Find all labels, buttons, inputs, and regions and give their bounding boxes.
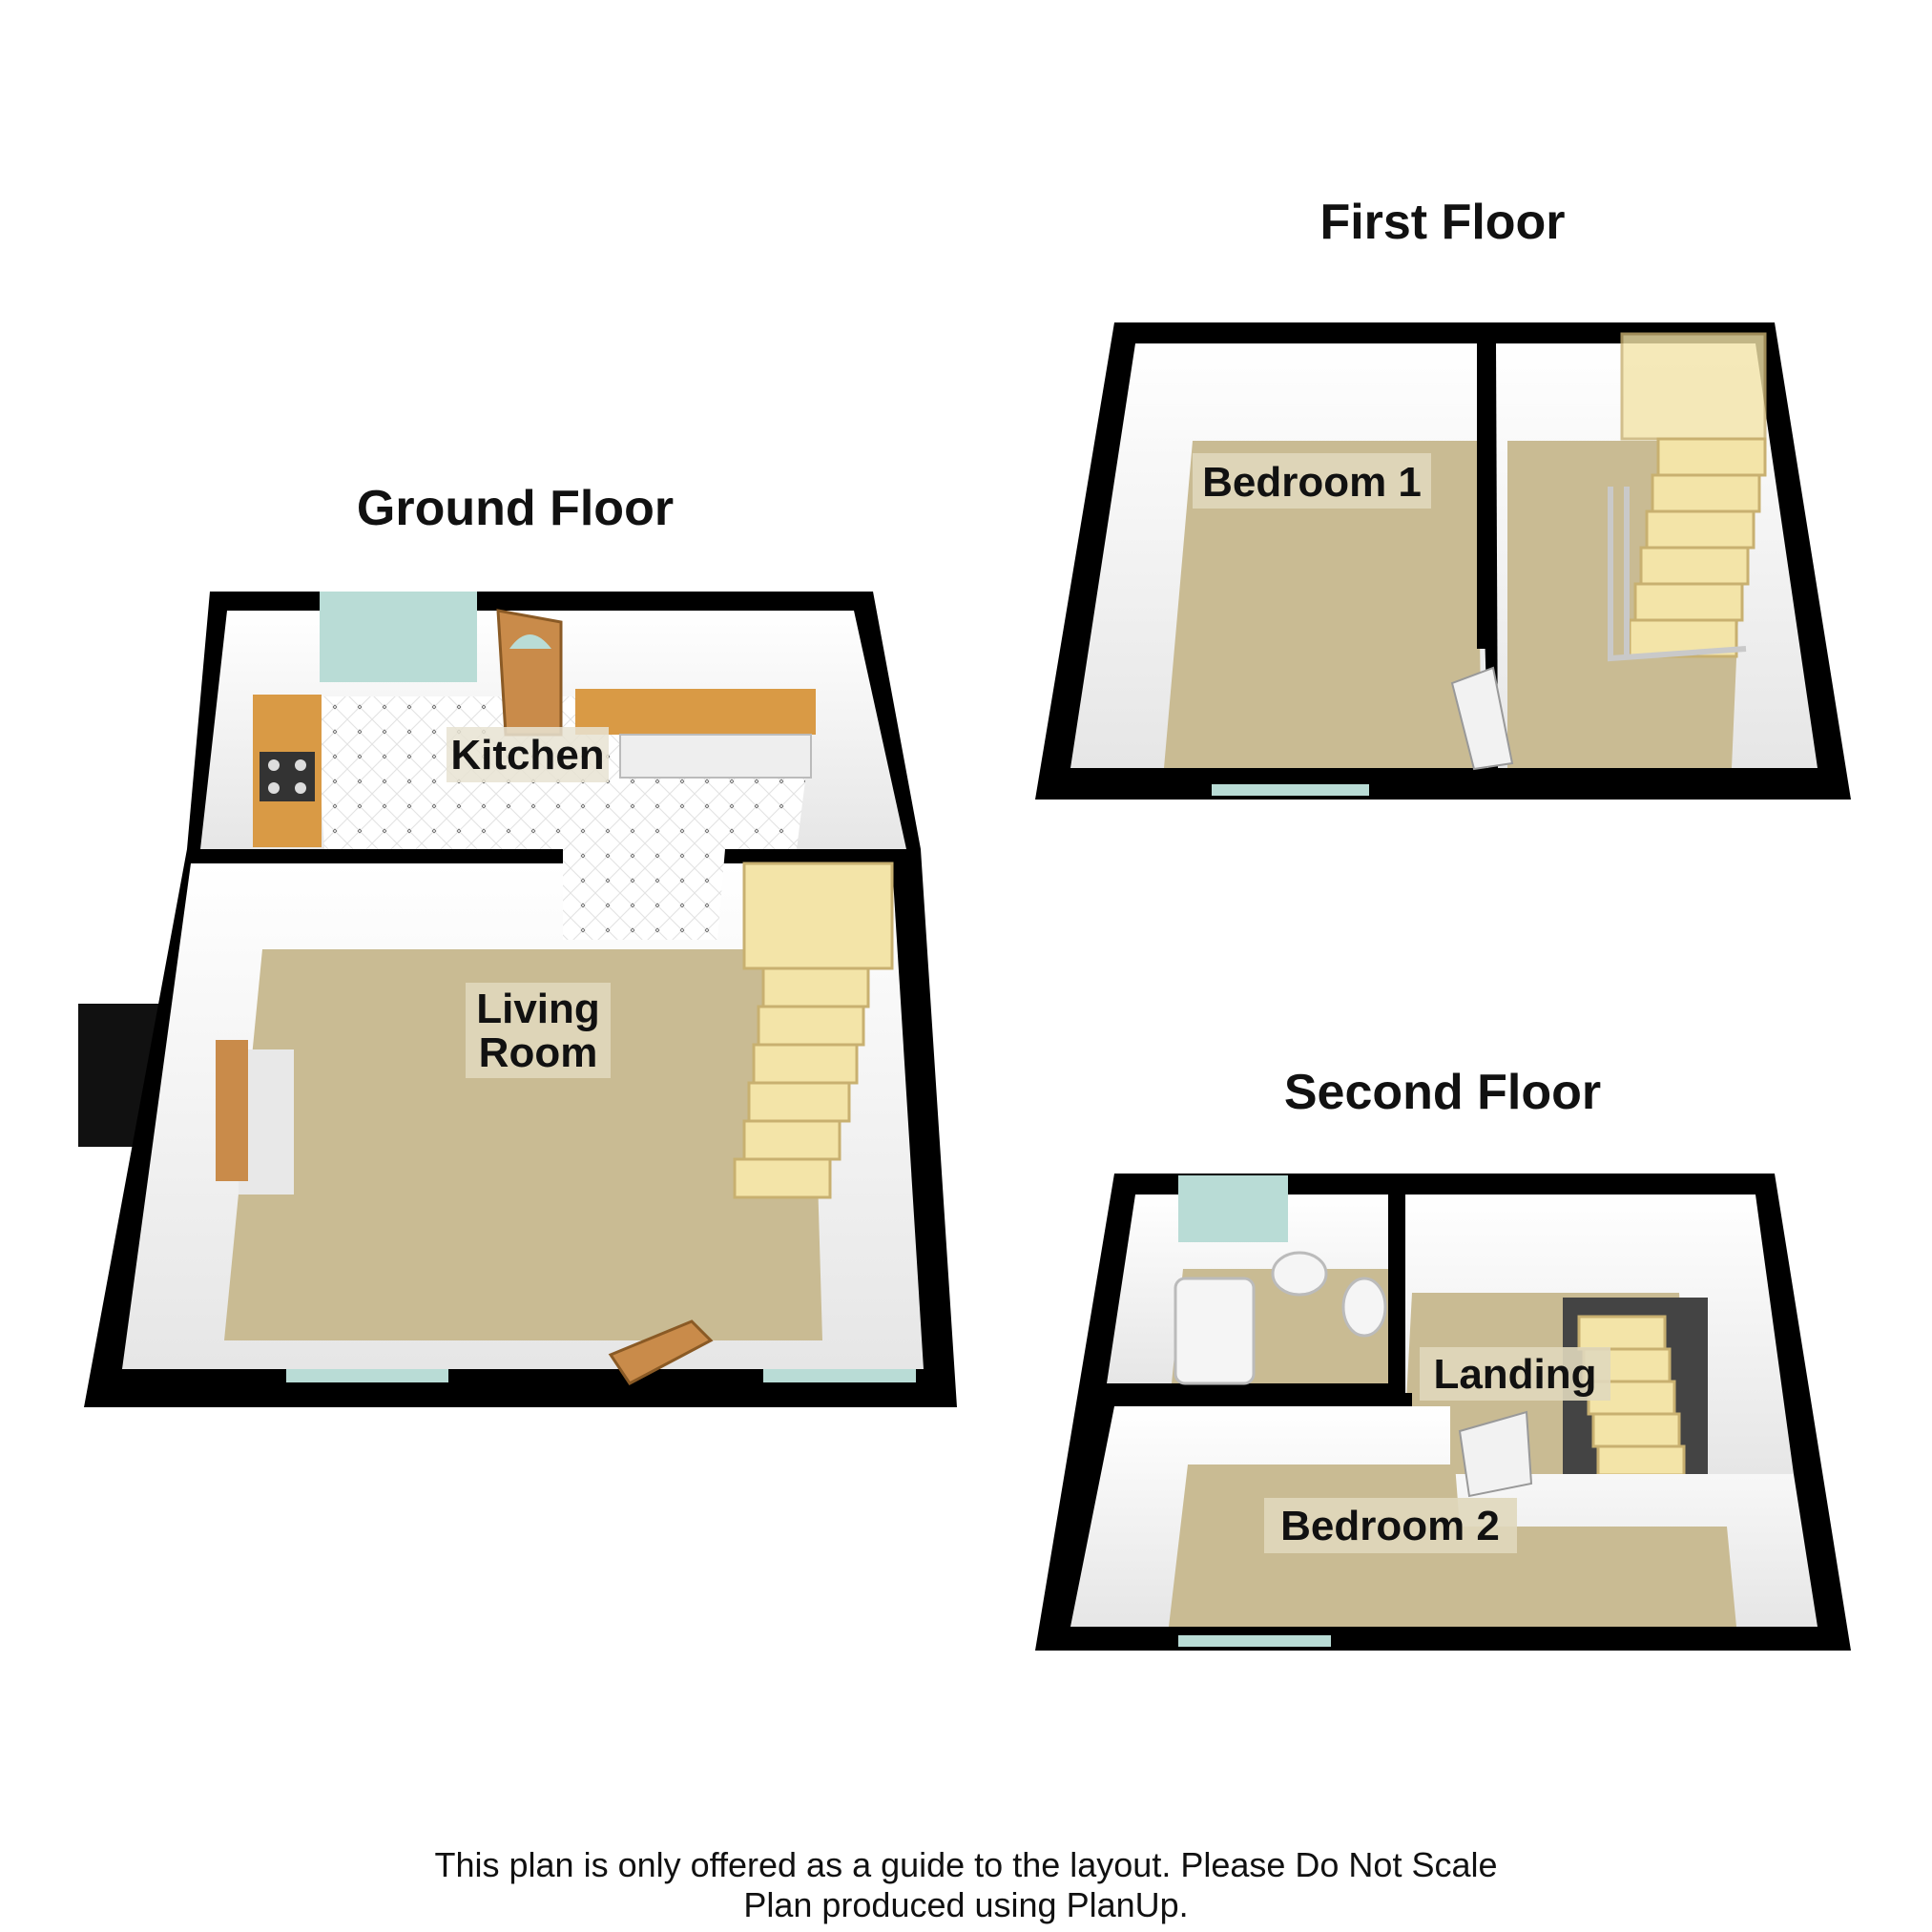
front-door — [608, 1319, 714, 1385]
kitchen-worktop-right — [575, 689, 816, 735]
living-room-label-line2: Room — [479, 1029, 598, 1076]
footer-disclaimer: This plan is only offered as a guide to … — [434, 1845, 1498, 1884]
landing-label: Landing — [1433, 1351, 1596, 1398]
kitchen-label-bg — [447, 727, 609, 782]
living-front-window-left — [286, 1369, 448, 1382]
stair-banister — [1608, 487, 1747, 662]
bedroom1-label-bg — [1193, 453, 1431, 509]
partition-wall — [1477, 339, 1496, 649]
kitchen-back-door — [496, 609, 563, 737]
first-floor-title: First Floor — [1319, 195, 1565, 250]
first-floor-staircase — [1620, 332, 1767, 658]
bedroom2-door — [1458, 1410, 1533, 1498]
bedroom2-top-wall — [1097, 1393, 1412, 1406]
second-floor-title: Second Floor — [1284, 1065, 1601, 1120]
bedroom2-label: Bedroom 2 — [1280, 1503, 1500, 1549]
living-room-floor — [224, 949, 822, 1340]
bedroom1-floor — [1164, 441, 1482, 768]
ground-floor: Ground Floor — [78, 481, 957, 1407]
first-floor: First Floor Bedroom 1 — [1035, 195, 1851, 800]
bedroom2-label-bg — [1264, 1498, 1517, 1553]
wash-basin — [1271, 1251, 1328, 1297]
toilet — [1341, 1277, 1387, 1338]
bedroom1-label: Bedroom 1 — [1202, 459, 1422, 506]
footer-credit: Plan produced using PlanUp. — [743, 1885, 1189, 1924]
kitchen-label: Kitchen — [450, 732, 604, 779]
bathroom-window — [1178, 1175, 1288, 1242]
ground-floor-title: Ground Floor — [357, 481, 674, 536]
door-window-icon — [509, 634, 551, 649]
bedroom1-window — [1212, 784, 1369, 796]
living-front-window-right — [763, 1369, 916, 1382]
living-kitchen-opening — [563, 849, 725, 940]
kitchen-window — [320, 592, 477, 682]
landing-label-bg — [1420, 1347, 1610, 1401]
bathroom-partition — [1388, 1188, 1405, 1388]
bedroom2-window — [1178, 1635, 1331, 1647]
second-floor: Second Floor Landing — [1035, 1065, 1851, 1651]
living-room-label-bg — [466, 983, 611, 1078]
hob-icon — [260, 752, 315, 801]
bedroom1-door — [1450, 666, 1514, 771]
kitchen-cabinets — [619, 734, 812, 779]
ground-floor-staircase — [733, 862, 894, 1199]
living-room-label-line1: Living — [476, 986, 600, 1032]
bath-tub — [1174, 1277, 1256, 1385]
fireplace-mantel — [216, 1040, 248, 1181]
